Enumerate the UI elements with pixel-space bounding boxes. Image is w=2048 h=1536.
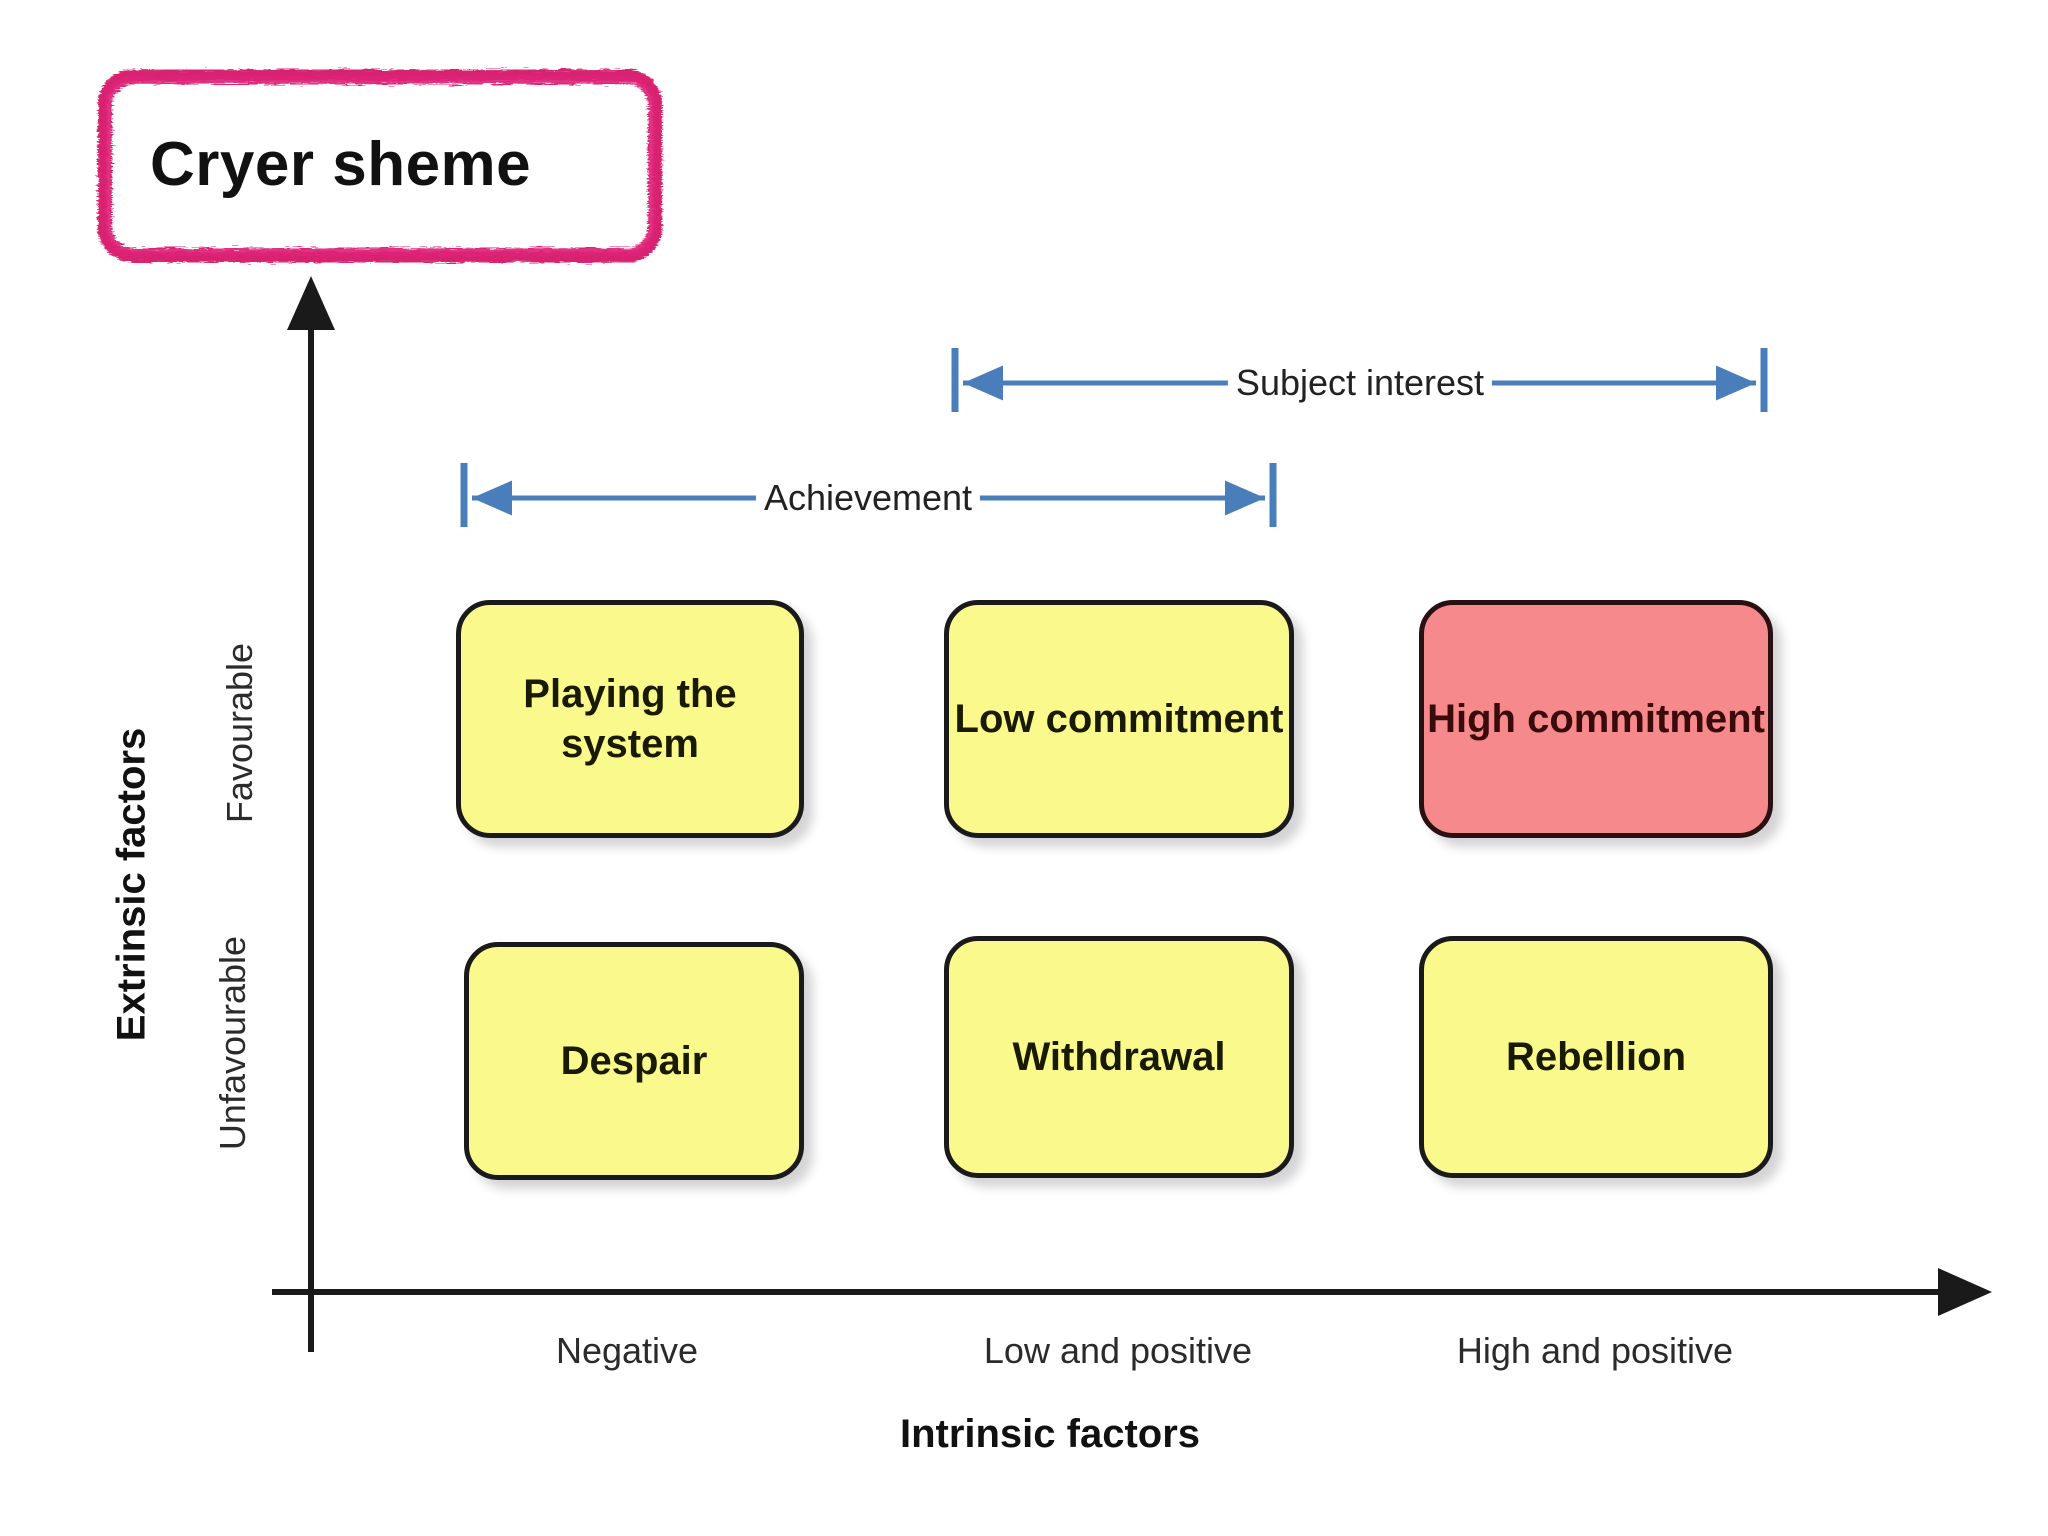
cell-label: Rebellion <box>1505 1035 1687 1079</box>
cell-label: Despair <box>560 1039 708 1083</box>
x-tick-label-negative: Negative <box>555 1330 699 1371</box>
cell-high-commitment[interactable]: High commitment <box>1419 600 1773 838</box>
x-tick-label-high-and-positive: High and positive <box>1456 1330 1734 1371</box>
x-tick-label-low-and-positive: Low and positive <box>983 1330 1253 1371</box>
cell-label: High commitment <box>1427 697 1765 741</box>
cell-low-commitment[interactable]: Low commitment <box>944 600 1294 838</box>
y-axis-title: Extrinsic factors <box>109 727 154 1042</box>
cell-label: Playing the system <box>523 672 737 766</box>
cell-withdrawal[interactable]: Withdrawal <box>944 936 1294 1178</box>
x-axis-title: Intrinsic factors <box>899 1412 1201 1456</box>
title-badge: Cryer sheme <box>88 60 672 272</box>
y-tick-label-favourable: Favourable <box>219 642 260 824</box>
subject-interest-label: Subject interest <box>1227 362 1493 404</box>
y-tick-label-unfavourable: Unfavourable <box>212 935 253 1151</box>
cell-label: Low commitment <box>954 697 1284 741</box>
page-title: Cryer sheme <box>150 129 532 199</box>
title-border-brushstroke <box>98 70 662 262</box>
cell-despair[interactable]: Despair <box>464 942 804 1180</box>
cell-playing-the-system[interactable]: Playing the system <box>456 600 804 838</box>
cell-label: Withdrawal <box>1012 1035 1226 1079</box>
cell-rebellion[interactable]: Rebellion <box>1419 936 1773 1178</box>
achievement-label: Achievement <box>755 477 981 519</box>
